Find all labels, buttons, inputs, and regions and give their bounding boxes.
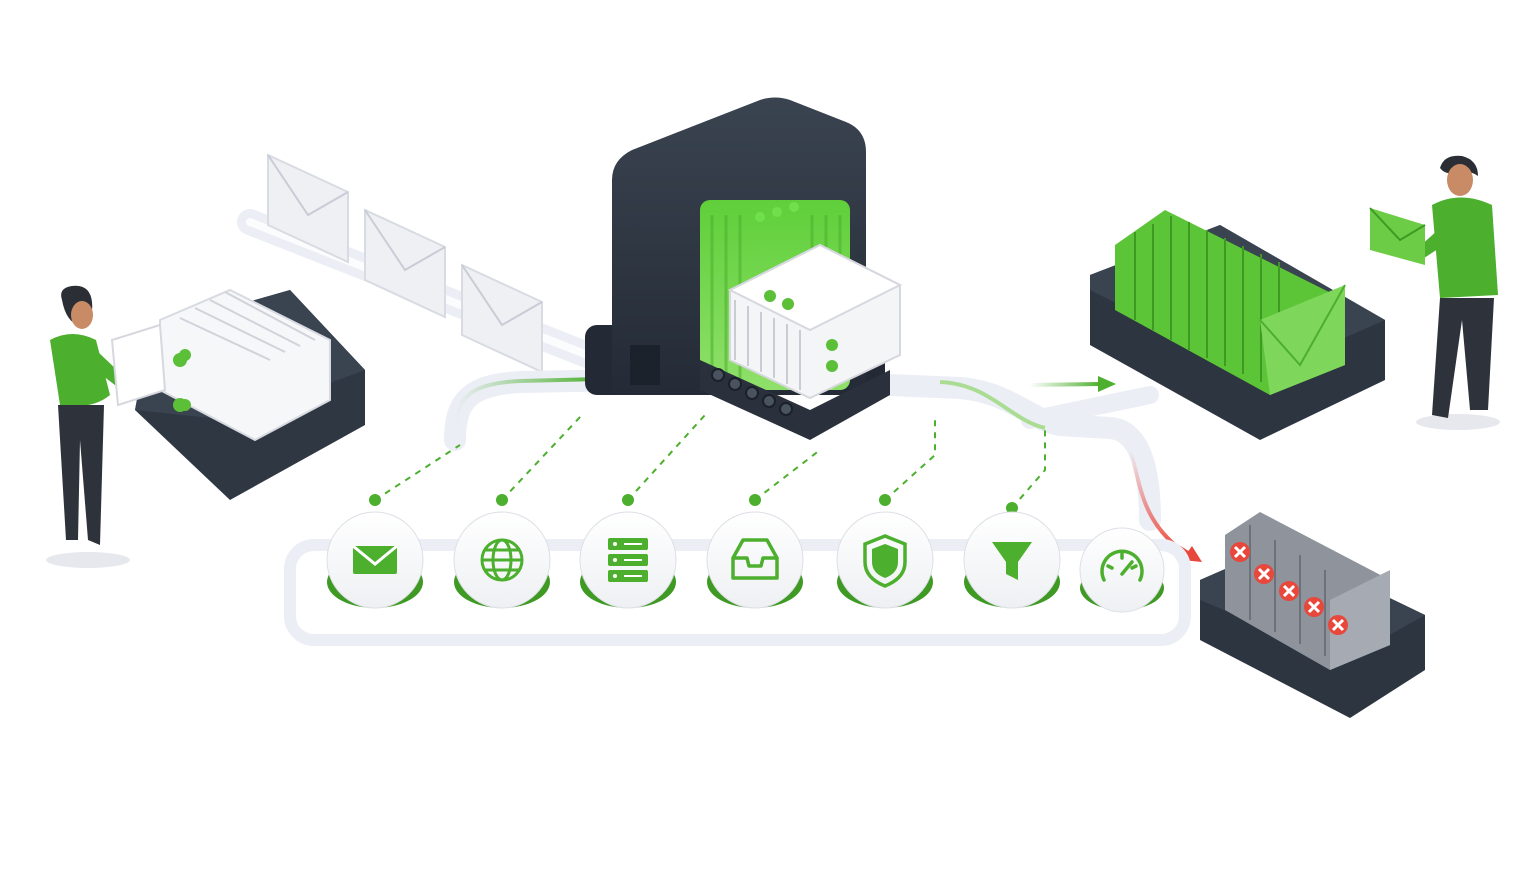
rejected-output-tray bbox=[1200, 512, 1425, 718]
reject-x-icon bbox=[1254, 564, 1274, 584]
valid-envelopes bbox=[1115, 210, 1346, 395]
input-tray bbox=[135, 288, 365, 500]
verification-machine bbox=[585, 97, 903, 440]
check-station-inbox bbox=[706, 511, 804, 609]
person-sender bbox=[46, 285, 187, 568]
server-icon bbox=[608, 538, 648, 582]
check-station-envelope bbox=[326, 511, 424, 609]
flow-track bbox=[444, 369, 1161, 531]
incoming-envelope bbox=[364, 208, 446, 319]
incoming-envelope bbox=[461, 263, 543, 374]
check-station-server bbox=[579, 511, 677, 609]
check-station-speedometer bbox=[1079, 527, 1165, 613]
reject-x-icon bbox=[1304, 597, 1324, 617]
check-station-filter bbox=[963, 511, 1061, 609]
station-connectors bbox=[374, 414, 1046, 509]
valid-output-tray bbox=[1090, 210, 1385, 440]
held-envelope bbox=[1369, 207, 1426, 265]
globe-icon bbox=[480, 538, 524, 582]
envelope-icon bbox=[352, 544, 398, 574]
reject-x-icon bbox=[1230, 542, 1250, 562]
shield-icon bbox=[863, 534, 907, 588]
check-station-globe bbox=[453, 511, 551, 609]
speedometer-icon bbox=[1100, 549, 1144, 582]
rejected-envelopes bbox=[1225, 512, 1390, 670]
person-receiver bbox=[1369, 155, 1500, 430]
machine-status-lights bbox=[755, 202, 799, 222]
conveyor-rollers bbox=[711, 368, 793, 416]
inbox-icon bbox=[731, 538, 779, 580]
check-station-shield bbox=[836, 511, 934, 609]
filter-icon bbox=[992, 542, 1032, 580]
connector-nodes bbox=[369, 494, 1018, 514]
flow-arrow-valid bbox=[939, 376, 1116, 430]
incoming-envelope bbox=[267, 153, 349, 264]
document-stack bbox=[727, 243, 903, 400]
reject-x-icon bbox=[1328, 615, 1348, 635]
reject-x-icon bbox=[1279, 581, 1299, 601]
